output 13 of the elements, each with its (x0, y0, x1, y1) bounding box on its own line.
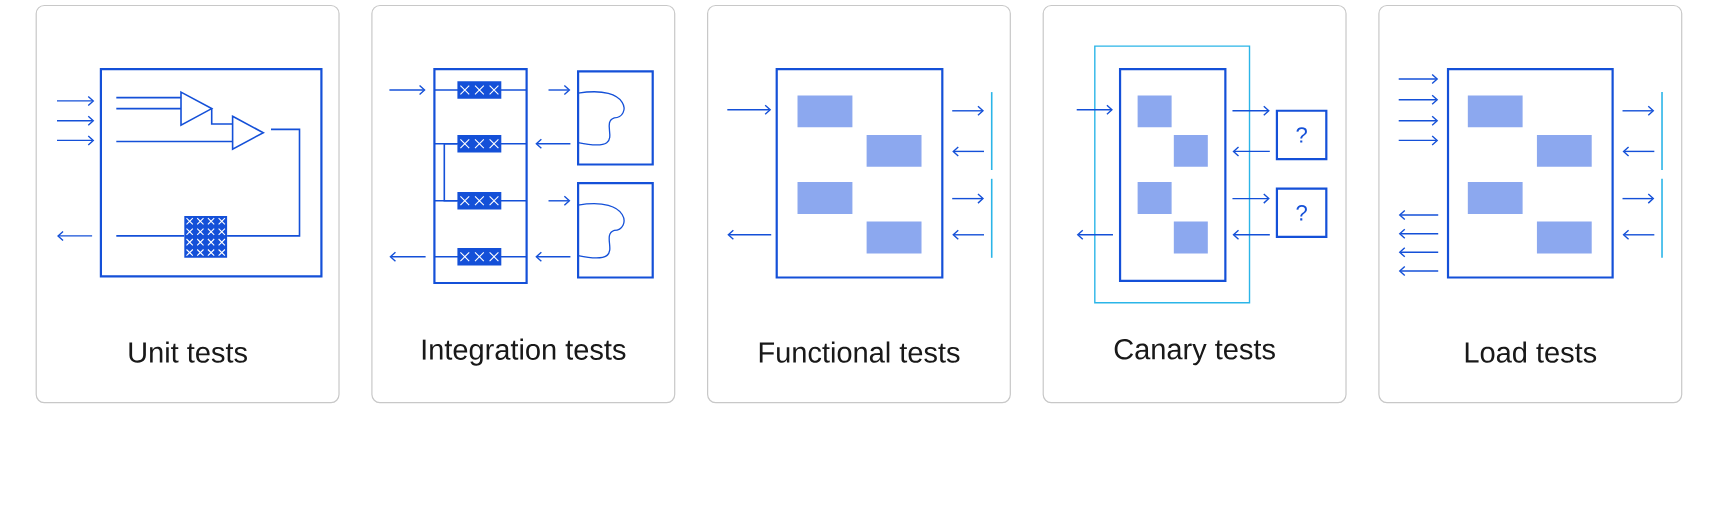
question-box: ? (1275, 187, 1328, 239)
card: Integration tests (371, 4, 676, 404)
system-box (1118, 68, 1227, 282)
arrow (1231, 105, 1270, 116)
arrow (1076, 229, 1114, 240)
arrow (1231, 193, 1270, 204)
card: Functional tests (707, 4, 1011, 404)
card: Unit tests (35, 4, 340, 404)
arrow (1076, 104, 1113, 115)
arrow (1232, 229, 1271, 240)
question-box: ? (1275, 109, 1328, 161)
card: Load tests (1378, 4, 1683, 404)
arrow (1232, 146, 1271, 157)
